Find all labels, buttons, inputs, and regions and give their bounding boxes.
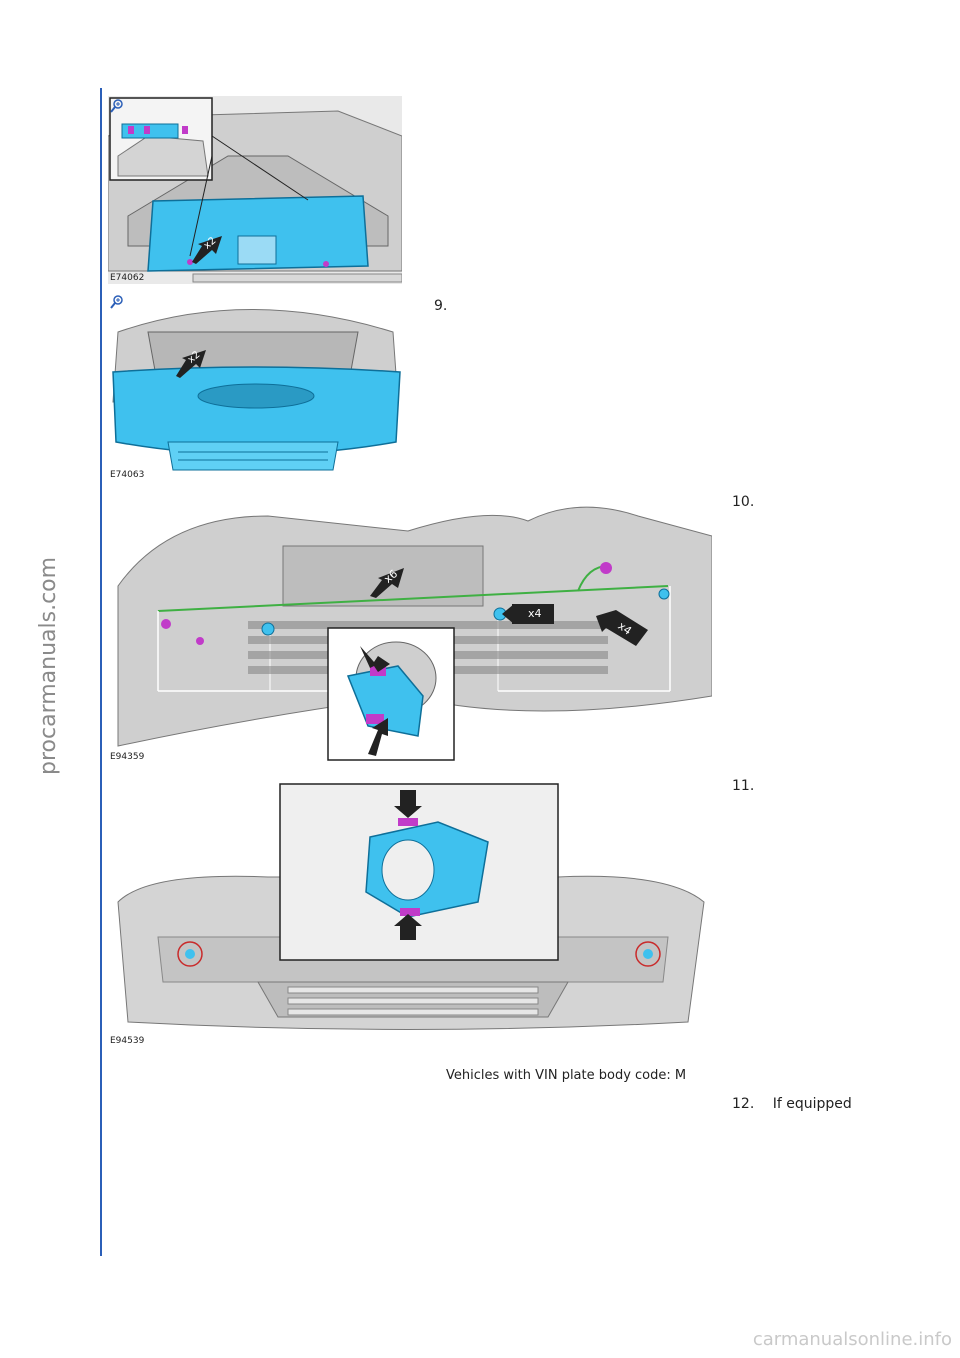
figure-e94359-illustration bbox=[117, 506, 713, 761]
figure-code: E94539 bbox=[110, 1036, 145, 1046]
bottom-watermark: carmanualsonline.info bbox=[752, 1329, 952, 1350]
figure-e74063-illustration bbox=[112, 309, 401, 471]
figure-e94539-illustration bbox=[117, 783, 705, 1030]
callout-arrow-icon bbox=[370, 568, 404, 598]
step-12: 12. If equipped bbox=[732, 1096, 852, 1112]
zoom-icon[interactable] bbox=[110, 294, 126, 310]
callout-arrow-icon bbox=[502, 604, 514, 624]
callout-arrow-icon bbox=[192, 236, 222, 264]
step-9: 9. bbox=[434, 298, 447, 314]
figure-code: E74063 bbox=[110, 470, 145, 480]
figure-code: E74062 bbox=[110, 273, 145, 283]
figure-e74062-illustration bbox=[107, 96, 403, 284]
callout-x6: x6 bbox=[370, 567, 414, 602]
step-number: 9. bbox=[434, 298, 448, 314]
left-margin-rule bbox=[100, 88, 102, 1256]
side-watermark-text: procarmanuals.com bbox=[36, 556, 61, 775]
step-number: 11. bbox=[732, 778, 755, 794]
figure-e74062: x2 E74062 bbox=[107, 96, 403, 284]
vehicle-condition-note: Vehicles with VIN plate body code: M bbox=[446, 1068, 687, 1083]
step-text: If equipped bbox=[772, 1096, 852, 1112]
callout-label: x4 bbox=[528, 607, 542, 620]
figure-e74063: x2 E74063 bbox=[108, 292, 402, 482]
figure-e94359: x6 x4 x4 E94359 bbox=[108, 496, 713, 766]
step-number: 12. bbox=[732, 1096, 755, 1112]
callout-arrow-icon bbox=[176, 350, 206, 378]
figure-code: E94359 bbox=[110, 752, 145, 762]
step-number: 10. bbox=[732, 494, 755, 510]
figure-e94539: E94539 bbox=[108, 782, 712, 1048]
callout-x4-right: x4 bbox=[596, 610, 648, 650]
zoom-icon[interactable] bbox=[110, 98, 126, 114]
callout-x4-middle: x4 bbox=[502, 604, 554, 624]
figure-e74063-callout: x2 bbox=[176, 349, 216, 382]
step-11: 11. bbox=[732, 778, 754, 794]
figure-e74062-callout: x2 bbox=[192, 235, 232, 268]
step-10: 10. bbox=[732, 494, 754, 510]
callout-arrow-icon bbox=[596, 610, 648, 646]
side-watermark: procarmanuals.com bbox=[6, 420, 61, 780]
